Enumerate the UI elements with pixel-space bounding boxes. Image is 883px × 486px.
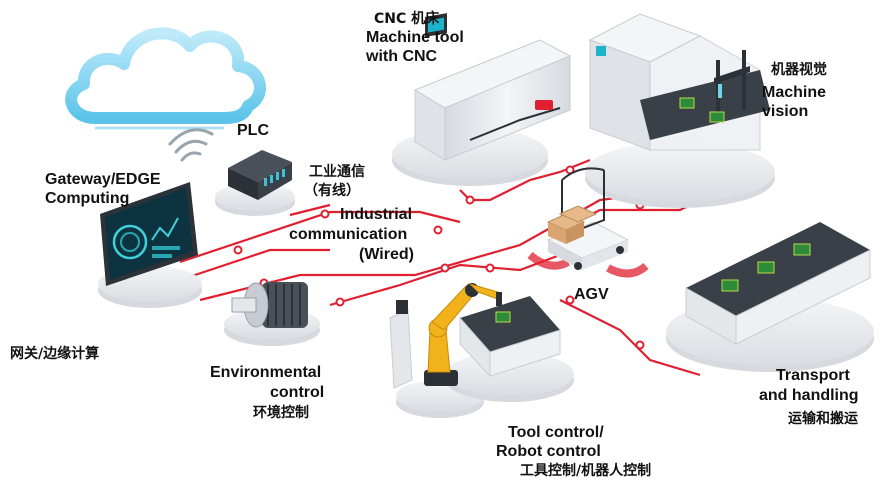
node [465,195,475,205]
network-nodes [233,165,645,350]
env-label-en-1: Environmental [210,364,322,381]
agv-icon [527,167,649,278]
gateway-unit [98,182,202,308]
node [335,297,345,307]
plc-label: PLC [237,122,269,139]
vision-label-cn: 机器视觉 [771,62,827,78]
monitor-icon [100,182,198,286]
robot-label-cn: 工具控制/机器人控制 [520,463,652,479]
cnc-label-cn: CNC 机床 [374,11,440,27]
comm-label-cn-2: （有线） [304,183,360,199]
vision-machine-icon [585,13,775,208]
wifi-icon [168,128,214,162]
cnc-label-en-2: with CNC [366,48,438,65]
agv-label: AGV [574,286,609,303]
conveyor-icon [459,296,561,378]
node [320,209,330,219]
env-control-unit [224,282,320,346]
node [440,263,450,273]
line-transport [559,299,701,377]
node [565,295,575,305]
vision-label-en-2: vision [762,103,809,120]
comm-label-cn-1: 工业通信 [309,164,365,180]
line-main-horizontal [199,193,641,302]
comm-label-en-3: (Wired) [359,246,414,263]
vision-label-en-1: Machine [762,84,827,101]
cnc-machine-icon [392,13,572,186]
transport-label-cn: 运输和搬运 [788,411,858,427]
robot-arm-icon [424,282,502,386]
env-label-cn: 环境控制 [253,405,309,421]
gateway-label-en-2: Computing [45,190,130,207]
comm-label-en-1: Industrial [340,206,413,223]
gateway-label-cn: 网关/边缘计算 [10,346,100,362]
node [433,225,443,235]
env-label-en-2: control [270,384,325,401]
transport-unit [666,222,874,372]
line-robot [329,253,561,307]
comm-label-en-2: communication [289,226,408,243]
cnc-label-en-1: Machine tool [366,29,464,46]
gateway-label-en-1: Gateway/EDGE [45,171,161,188]
robot-unit [389,282,574,418]
plc-icon [228,150,292,200]
node [233,245,243,255]
motor-icon [231,282,308,328]
node [485,263,495,273]
transport-label-en-2: and handling [759,387,859,404]
cloud-icon [65,27,266,130]
plc-unit [215,150,295,216]
line-gateway-plc [179,210,461,264]
robot-label-en-2: Robot control [496,443,601,460]
robot-label-en-1: Tool control/ [508,424,604,441]
node [635,340,645,350]
line-plc-horizontal [289,203,331,217]
transport-label-en-1: Transport [776,367,850,384]
